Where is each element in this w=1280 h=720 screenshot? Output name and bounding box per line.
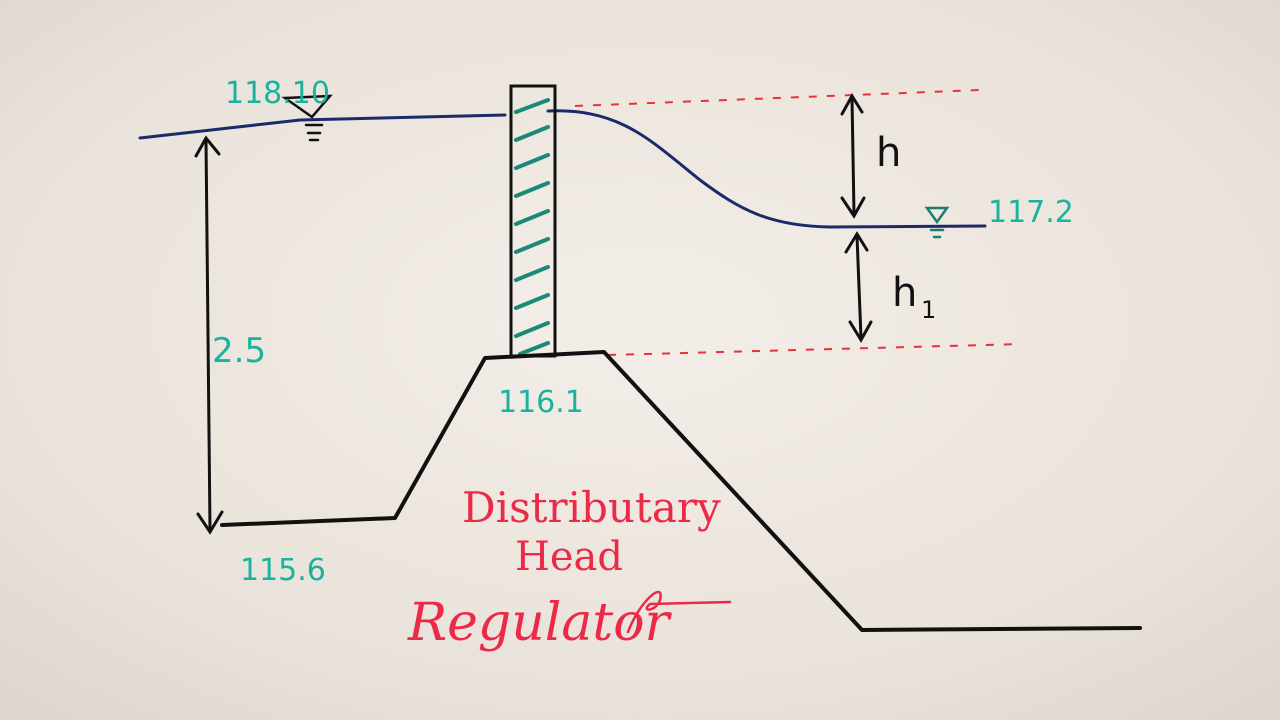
- title-flourish: [626, 590, 732, 634]
- upstream-water-level-symbol: [281, 94, 333, 142]
- upstream-level-label: 118.10: [225, 76, 330, 111]
- bed-level-label: 115.6: [240, 553, 326, 588]
- head-h1-arrow: [844, 231, 873, 343]
- depth-dimension-arrow: [194, 135, 224, 535]
- title-line-distributary: Distributary: [462, 483, 721, 532]
- upper-reference-line: [574, 89, 981, 107]
- depth-label: 2.5: [212, 331, 266, 371]
- head-h1-label: h: [892, 270, 917, 316]
- downstream-level-label: 117.2: [988, 195, 1074, 230]
- downstream-water-level-symbol: [924, 206, 950, 239]
- crest-level-label: 116.1: [498, 385, 584, 420]
- title-line-head: Head: [515, 534, 623, 580]
- head-h1-subscript: 1: [921, 296, 936, 324]
- weir-structure-outline: [220, 350, 1142, 632]
- title-line-regulator: Regulator: [407, 593, 673, 653]
- head-h-arrow: [840, 93, 866, 219]
- water-surface-line: [138, 109, 987, 229]
- head-h-label: h: [876, 130, 901, 176]
- lower-reference-line: [607, 343, 1023, 356]
